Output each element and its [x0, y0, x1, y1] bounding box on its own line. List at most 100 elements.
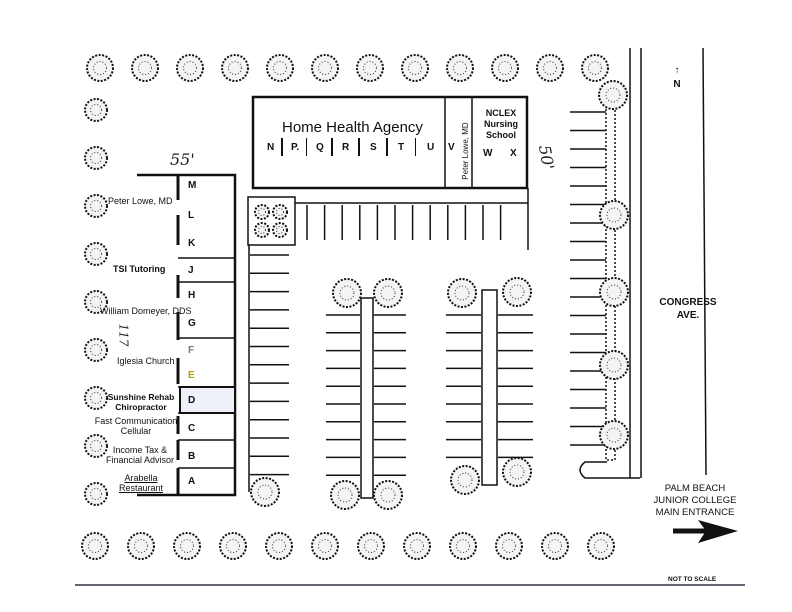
tree-icon — [357, 532, 385, 560]
tree-icon — [127, 532, 155, 560]
unit-label-x: X — [510, 148, 517, 159]
tree-icon-detail — [337, 487, 353, 503]
tree-icon — [84, 98, 108, 122]
unit-label-g: G — [188, 318, 196, 329]
tree-icon — [84, 290, 108, 314]
nclex-label: NCLEX Nursing School — [480, 108, 522, 141]
tree-icon — [502, 457, 532, 487]
tree-icon — [272, 204, 288, 220]
parking-stalls — [176, 111, 606, 495]
tree-icon — [403, 532, 431, 560]
unit-label: P. — [291, 142, 300, 153]
tree-icon — [599, 277, 629, 307]
tree-icon — [599, 350, 629, 380]
trees — [81, 54, 629, 560]
parking-island — [360, 297, 374, 499]
unit-label-e: E — [188, 370, 195, 381]
palm-beach-entrance-label: PALM BEACH JUNIOR COLLEGE MAIN ENTRANCE — [640, 483, 750, 519]
street-line: CONGRESS — [659, 297, 717, 308]
parking-island — [481, 289, 498, 486]
tenant-tsi-tutoring: TSI Tutoring — [113, 264, 166, 274]
nclex-line: NCLEX — [485, 108, 517, 118]
unit-label-j: J — [188, 265, 194, 276]
tree-icon-detail — [605, 87, 621, 103]
tree-icon-detail — [90, 488, 102, 500]
tree-icon — [84, 434, 108, 458]
tree-icon — [587, 532, 615, 560]
tree-icon — [84, 386, 108, 410]
tree-icon-detail — [134, 539, 148, 553]
tree-icon-detail — [90, 152, 102, 164]
unit-label: S — [370, 142, 377, 153]
tenant-line: Income Tax & — [112, 445, 168, 455]
tree-icon — [254, 222, 270, 238]
tree-icon — [598, 80, 628, 110]
unit-label-m: M — [188, 180, 197, 191]
tree-icon — [450, 465, 480, 495]
not-to-scale-note: NOT TO SCALE — [668, 576, 717, 583]
unit-label: U — [427, 142, 435, 153]
nclex-line: School — [485, 130, 516, 140]
unit-label-l: L — [188, 210, 195, 221]
curb — [579, 461, 640, 479]
entrance-line: PALM BEACH — [664, 483, 726, 494]
tree-icon — [84, 146, 108, 170]
tree-icon-detail — [276, 226, 284, 234]
tree-icon — [266, 54, 294, 82]
tree-icon-detail — [272, 539, 286, 553]
dimension-50: 50' — [534, 143, 558, 172]
tree-icon-detail — [456, 539, 470, 553]
tree-icon — [84, 482, 108, 506]
tree-icon — [272, 222, 288, 238]
tree-icon-detail — [454, 285, 470, 301]
tenant-line: Financial Advisor — [105, 455, 175, 465]
tree-icon-detail — [257, 484, 273, 500]
unit-label-b: B — [188, 451, 196, 462]
tenant-peter-lowe: Peter Lowe, MD — [108, 196, 173, 206]
tree-icon-detail — [606, 427, 622, 443]
tenant-sunshine-rehab: Sunshine Rehab Chiropractor — [103, 392, 179, 412]
unit-label: N — [267, 142, 275, 153]
tree-icon-detail — [339, 285, 355, 301]
unit-divider — [305, 138, 307, 156]
tree-icon-detail — [90, 248, 102, 260]
tree-icon — [599, 420, 629, 450]
tree-icon-detail — [318, 539, 332, 553]
unit-label-k: K — [188, 238, 196, 249]
tenant-line: Sunshine Rehab — [107, 392, 175, 402]
tree-icon-detail — [258, 226, 266, 234]
tree-icon — [373, 278, 403, 308]
unit-label-f: F — [188, 345, 195, 356]
tree-icon — [131, 54, 159, 82]
tree-icon-detail — [90, 344, 102, 356]
unit-divider — [358, 138, 360, 156]
tree-icon-detail — [228, 61, 242, 75]
unit-divider — [414, 138, 416, 156]
tree-icon-detail — [318, 61, 332, 75]
entrance-line: MAIN ENTRANCE — [655, 507, 735, 518]
tenant-line: Fast Communication — [94, 416, 178, 426]
tree-icon-detail — [509, 464, 525, 480]
tree-icon-detail — [183, 61, 197, 75]
planter-box — [247, 196, 296, 246]
tree-icon — [84, 194, 108, 218]
tenant-fast-communication: Fast Communication Cellular — [90, 416, 182, 436]
tree-icon-detail — [543, 61, 557, 75]
home-health-agency-label: Home Health Agency — [282, 119, 423, 136]
tree-icon-detail — [90, 392, 102, 404]
tree-icon — [250, 477, 280, 507]
tree-icon-detail — [88, 539, 102, 553]
tree-icon-detail — [606, 284, 622, 300]
tree-icon-detail — [380, 487, 396, 503]
tree-icon — [311, 532, 339, 560]
tree-icon — [401, 54, 429, 82]
unit-label-v: V — [448, 142, 455, 153]
tree-icon — [356, 54, 384, 82]
unit-label-c: C — [188, 423, 196, 434]
tree-icon — [176, 54, 204, 82]
left-building — [137, 173, 237, 497]
tree-icon — [541, 532, 569, 560]
north-arrow-icon: ↑ — [674, 65, 680, 76]
entrance-line: JUNIOR COLLEGE — [653, 495, 737, 506]
unit-label-a: A — [188, 476, 196, 487]
